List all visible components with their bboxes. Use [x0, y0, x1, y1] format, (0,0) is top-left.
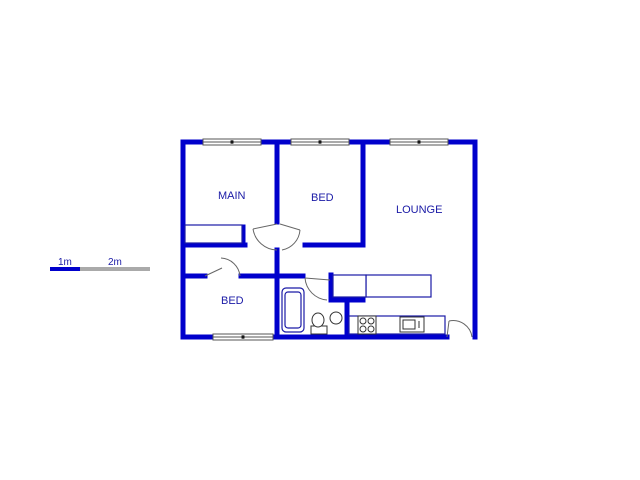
door-bed-bottom — [204, 257, 241, 277]
bathroom-fixtures — [310, 311, 343, 335]
windows — [202, 138, 449, 341]
bathtub-inner — [284, 291, 302, 329]
window-main — [202, 138, 262, 146]
room-label-main: MAIN — [218, 190, 246, 202]
window-lounge — [389, 138, 449, 146]
sink-icon — [399, 316, 425, 333]
door-main — [252, 223, 278, 251]
room-label-bed-top: BED — [311, 192, 334, 204]
window-bed-top — [290, 138, 350, 146]
scale-bar: 1m 2m — [50, 257, 150, 271]
room-labels: MAIN BED LOUNGE BED — [218, 190, 442, 307]
kitchen-counter — [332, 274, 367, 298]
doors — [204, 223, 473, 338]
scale-label-1m: 1m — [58, 257, 72, 268]
door-hall-bath — [304, 277, 331, 301]
basin-icon — [329, 311, 343, 325]
room-label-lounge: LOUNGE — [396, 204, 442, 216]
toilet-icon — [310, 312, 328, 335]
door-front — [446, 320, 473, 338]
main-closet — [184, 224, 243, 244]
kitchen-fixtures — [357, 315, 425, 335]
outer-walls — [180, 139, 478, 340]
stove-icon — [357, 315, 377, 335]
door-bed-top — [279, 223, 301, 251]
room-label-bed-bottom: BED — [221, 295, 244, 307]
window-bed-bottom — [212, 333, 274, 341]
lounge-counter — [365, 274, 432, 298]
scale-label-2m: 2m — [108, 257, 122, 268]
interior-walls — [180, 139, 366, 340]
